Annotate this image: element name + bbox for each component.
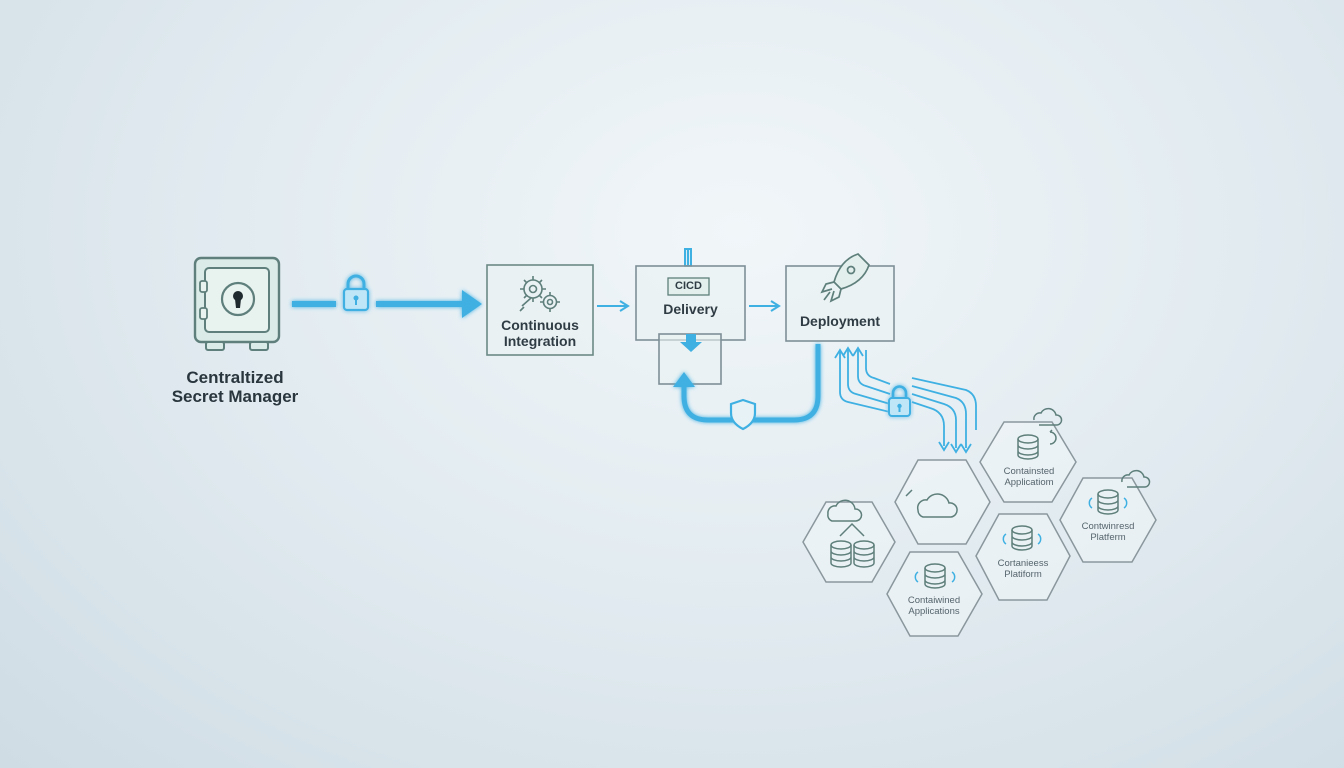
delivery-to-deployment-arrow — [749, 300, 781, 312]
hex-6 — [886, 551, 983, 637]
hex-2 — [979, 421, 1077, 503]
secret-manager-label: Centraltized Secret Manager — [150, 368, 320, 406]
database-icon — [1011, 525, 1033, 551]
cloud-icon — [827, 499, 863, 522]
ci-line2: Integration — [503, 332, 577, 349]
cicd-badge: CICD — [675, 280, 702, 292]
hex-cluster — [802, 421, 1157, 637]
database-icon — [1017, 429, 1057, 460]
ci-to-delivery-arrow — [597, 300, 630, 312]
hex-5-line2: Platiform — [1004, 568, 1042, 580]
sync-icon — [1002, 533, 1042, 545]
vault-to-ci-arrow — [292, 290, 482, 318]
delivery-box — [635, 248, 746, 385]
ci-label: Continuous Integration — [487, 317, 593, 349]
database-icon — [1097, 489, 1119, 515]
rocket-icon — [820, 253, 870, 303]
sync-icon — [914, 571, 956, 583]
hex-4 — [1059, 477, 1157, 563]
hex-2-label: Containsted Applicatiom — [990, 466, 1068, 488]
hex-4-line2: Platferm — [1090, 531, 1126, 543]
database-icon — [830, 540, 875, 568]
shield-icon — [729, 398, 757, 431]
hex-4-line1: Contwinresd — [1081, 521, 1135, 532]
cloud-icon — [1121, 469, 1151, 488]
small-cloud-icon — [905, 489, 913, 497]
deployment-to-platform-flows — [834, 346, 977, 454]
gears-icon — [519, 276, 560, 312]
ci-line1: Continuous — [501, 317, 579, 333]
deployment-label: Deployment — [799, 313, 881, 329]
hex-2-line1: Containsted — [1003, 466, 1055, 477]
secret-manager-line2: Secret Manager — [171, 387, 299, 407]
hex-5 — [975, 513, 1071, 601]
hex-5-line1: Cortanieess — [997, 558, 1049, 569]
cloud-icon — [916, 493, 958, 518]
database-icon — [924, 563, 946, 589]
ci-box — [486, 264, 594, 356]
hex-6-label: Contaiwined Applications — [895, 595, 973, 617]
sync-icon — [1088, 497, 1128, 509]
network-icon — [839, 522, 865, 537]
hex-6-line1: Contaiwined — [907, 595, 961, 606]
hex-6-line2: Applications — [908, 605, 960, 617]
hex-5-label: Cortanieess Platiform — [984, 558, 1062, 580]
deployment-box — [785, 253, 895, 342]
vault-icon — [193, 256, 281, 351]
secret-manager-line1: Centraltized — [186, 368, 284, 387]
lock-icon-platform — [888, 385, 911, 417]
lock-icon — [342, 274, 370, 312]
hex-4-label: Contwinresd Platferm — [1069, 521, 1147, 543]
hex-2-line2: Applicatiom — [1004, 476, 1054, 488]
hex-3 — [894, 459, 991, 545]
cloud-icon — [1033, 407, 1063, 426]
delivery-label: Delivery — [663, 301, 718, 317]
